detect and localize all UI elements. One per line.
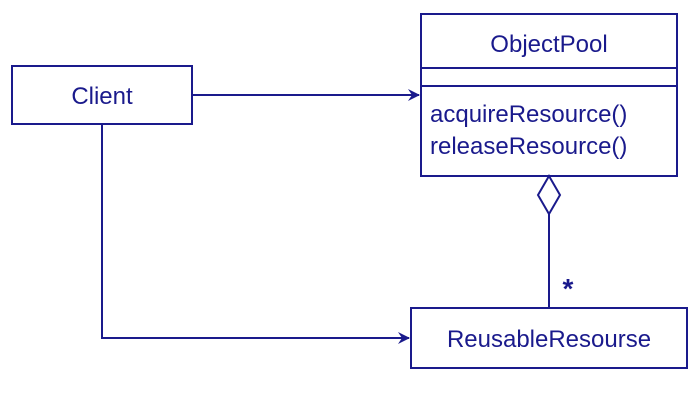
class-client-box (11, 65, 193, 125)
method-release-resource: releaseResource() (430, 133, 627, 160)
class-client-name: Client (71, 83, 133, 110)
class-object-pool[interactable]: ObjectPool acquireResource() releaseReso… (420, 13, 678, 177)
class-object-pool-box (420, 13, 678, 177)
class-reusable-resource-name: ReusableResourse (447, 326, 651, 353)
aggregation-multiplicity: * (563, 273, 574, 304)
class-object-pool-name: ObjectPool (490, 31, 607, 58)
class-client[interactable]: Client (11, 65, 193, 125)
aggregation-diamond (536, 174, 562, 216)
association-client-to-reusable-resource (101, 124, 410, 344)
method-acquire-resource: acquireResource() (430, 101, 627, 128)
class-reusable-resource[interactable]: ReusableResourse (410, 307, 688, 369)
class-reusable-resource-box (410, 307, 688, 369)
